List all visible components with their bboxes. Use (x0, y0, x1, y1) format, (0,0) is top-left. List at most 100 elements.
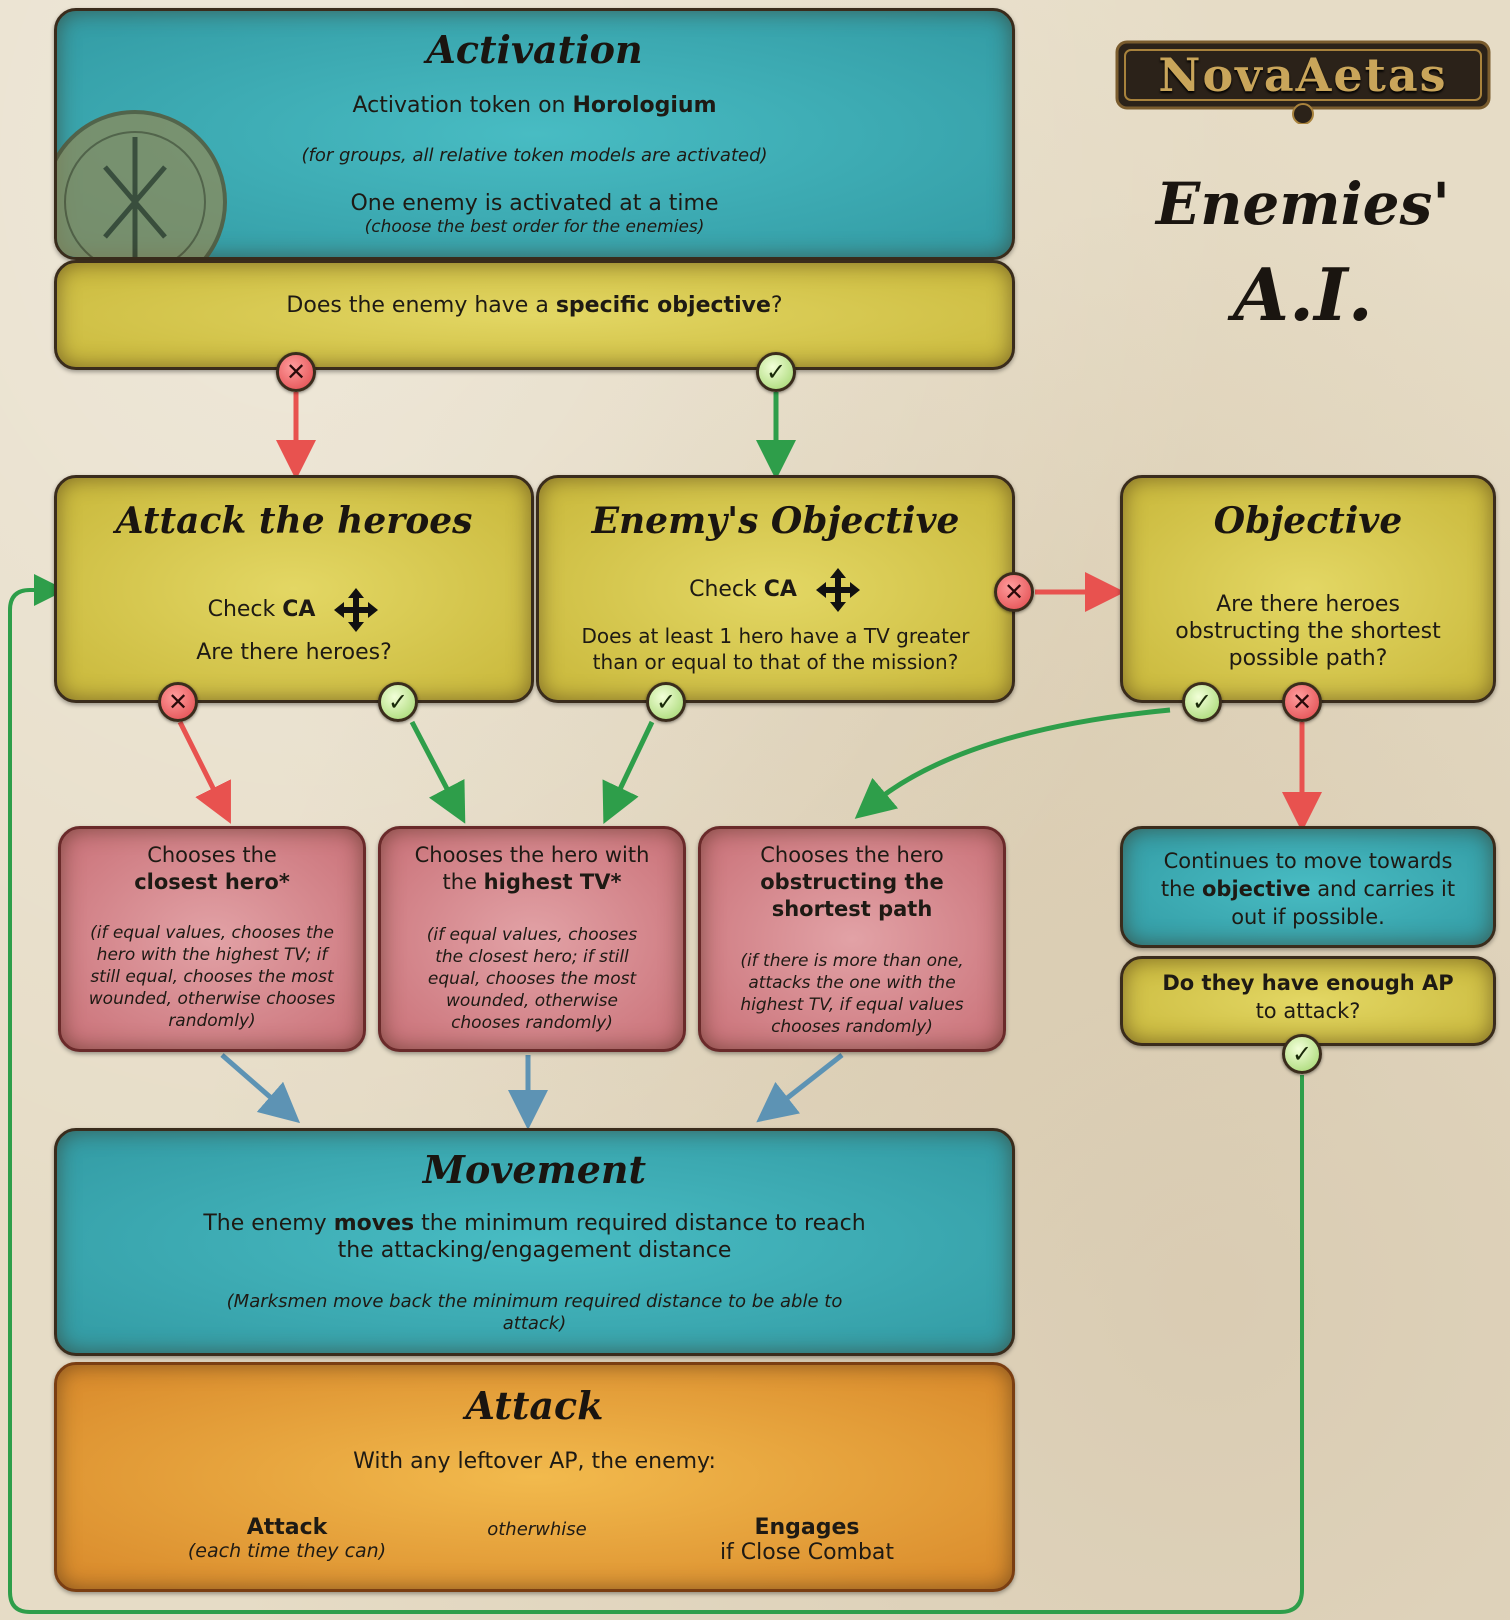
highest-tv-pre: the (442, 870, 484, 894)
arrow-yes-to-highest-2 (602, 720, 655, 825)
enemy-objective-yes-icon: ✓ (646, 682, 686, 722)
continues-bold: objective (1201, 877, 1311, 901)
continues-box: Continues to move towards the objective … (1120, 826, 1496, 948)
attack-option-attack-note: (each time they can) (187, 1540, 387, 1562)
enemy-objective-box: Enemy's Objective Check CA Does at least… (536, 475, 1015, 703)
specific-objective-post: ? (770, 293, 783, 318)
highest-tv-note1: (if equal values, chooses (426, 925, 638, 945)
objective-line3: possible path? (1228, 646, 1388, 671)
activation-line2: One enemy is activated at a time (350, 191, 719, 216)
attack-option-attack-bold: Attack (246, 1515, 328, 1540)
objective-heading: Objective (1213, 500, 1403, 542)
highest-tv-note3: equal, chooses the most (427, 969, 637, 989)
objective-no-icon: ✕ (1282, 682, 1322, 722)
continues-pre: the (1160, 877, 1202, 901)
attack-heroes-no-icon: ✕ (158, 682, 198, 722)
arrow-loop-to-attack-heroes (8, 574, 1304, 1614)
activation-note: (for groups, all relative token models a… (301, 145, 768, 166)
specific-objective-question: Does the enemy have a specific objective… (57, 293, 1012, 318)
obstructing-note4: chooses randomly) (771, 1017, 933, 1037)
specific-objective-bold: specific objective (555, 293, 771, 318)
highest-tv-bold: highest TV* (483, 870, 622, 894)
horologium-clock-icon (57, 110, 227, 257)
specific-objective-pre: Does the enemy have a (286, 293, 556, 318)
attack-heroes-yes-icon: ✓ (378, 682, 418, 722)
closest-hero-note2: hero with the highest TV; if (96, 945, 328, 965)
attack-box: Attack With any leftover AP, the enemy: … (54, 1362, 1015, 1592)
attack-option-engages-bold: Engages (754, 1515, 860, 1540)
page-title-line1: Enemies' (1156, 170, 1450, 238)
enough-ap-box: Do they have enough AP to attack? (1120, 956, 1496, 1046)
objective-box: Objective Are there heroes obstructing t… (1120, 475, 1496, 703)
closest-hero-note5: randomly) (168, 1011, 256, 1031)
attack-intro: With any leftover AP, the enemy: (353, 1449, 716, 1474)
specific-objective-yes-icon: ✓ (756, 352, 796, 392)
activation-heading: Activation (426, 27, 643, 72)
continues-line1: Continues to move towards (1163, 849, 1453, 873)
specific-objective-box: Does the enemy have a specific objective… (54, 260, 1015, 370)
objective-line1: Are there heroes (1216, 592, 1400, 617)
attack-option-attack: Attack (each time they can) (117, 1515, 457, 1562)
obstructing-bold1: obstructing the (760, 870, 944, 894)
objective-yes-icon: ✓ (1182, 682, 1222, 722)
obstructing-bold2: shortest path (771, 897, 933, 921)
objective-line2: obstructing the shortest (1175, 619, 1441, 644)
activation-line2-note: (choose the best order for the enemies) (364, 217, 705, 237)
highest-tv-note5: chooses randomly) (451, 1013, 613, 1033)
activation-line1-text: Activation token on (352, 93, 573, 118)
brand-logo: NovaAetas (1113, 24, 1493, 125)
attack-option-engages-line: if Close Combat (719, 1540, 895, 1565)
movement-post: the minimum required distance to reach (414, 1211, 866, 1236)
arrow-yes-to-highest (409, 720, 466, 824)
highest-tv-line1: Chooses the hero with (414, 843, 650, 867)
closest-hero-bold: closest hero* (134, 870, 290, 894)
movement-line2: the attacking/engagement distance (337, 1238, 732, 1263)
arrow-no-to-closest (177, 720, 231, 824)
highest-tv-box: Chooses the hero with the highest TV* (i… (378, 826, 686, 1052)
activation-line1: Activation token on Horologium (57, 93, 1012, 118)
continues-post: and carries it (1310, 877, 1456, 901)
arrow-closest-to-movement (220, 1053, 301, 1124)
arrow-obstructing-to-movement (756, 1053, 844, 1123)
obstructing-note3: highest TV, if equal values (740, 995, 964, 1015)
highest-tv-note2: the closest hero; if still (435, 947, 629, 967)
closest-hero-note4: wounded, otherwise chooses (88, 989, 336, 1009)
closest-hero-line1: Chooses the (147, 843, 277, 867)
movement-heading: Movement (422, 1147, 647, 1192)
attack-heroes-box: Attack the heroes Check CA Are there her… (54, 475, 534, 703)
move-cross-icon (334, 588, 379, 632)
enough-ap-line2: to attack? (1255, 999, 1361, 1023)
enough-ap-bold: Do they have enough AP (1162, 971, 1454, 995)
enemy-objective-question-2: than or equal to that of the mission? (592, 650, 959, 674)
enemy-objective-ca: CA (763, 577, 797, 602)
obstructing-line1: Chooses the hero (760, 843, 944, 867)
enemy-objective-question-1: Does at least 1 hero have a TV greater (581, 624, 970, 648)
horologium-label: Horologium (572, 93, 717, 118)
attack-heading: Attack (465, 1383, 604, 1428)
attack-heroes-check-pre: Check (207, 597, 283, 622)
movement-note2: attack) (502, 1313, 567, 1334)
highest-tv-note4: wounded, otherwise (446, 991, 618, 1011)
attack-heroes-question: Are there heroes? (196, 640, 392, 665)
movement-note1: (Marksmen move back the minimum required… (226, 1291, 843, 1312)
attack-heroes-heading: Attack the heroes (115, 500, 473, 542)
page-title-line2: A.I. (1233, 252, 1373, 337)
obstructing-note2: attacks the one with the (748, 973, 956, 993)
movement-line1: The enemy moves the minimum required dis… (57, 1211, 1012, 1236)
obstructing-box: Chooses the hero obstructing the shortes… (698, 826, 1006, 1052)
enemy-objective-no-icon: ✕ (994, 572, 1034, 612)
enemy-objective-check: Check CA (539, 566, 1012, 614)
movement-box: Movement The enemy moves the minimum req… (54, 1128, 1015, 1356)
page-title: Enemies' A.I. (1113, 170, 1493, 337)
activation-box: Activation Activation token on Horologiu… (54, 8, 1015, 260)
attack-otherwise: otherwhise (487, 1519, 587, 1540)
enemy-objective-heading: Enemy's Objective (591, 500, 960, 542)
enemy-objective-check-pre: Check (689, 577, 764, 602)
highest-tv-line2: the highest TV* (381, 870, 683, 894)
logo-emblem-icon (1115, 40, 1491, 125)
attack-option-engages: Engages if Close Combat (647, 1515, 967, 1565)
continues-line2: the objective and carries it (1123, 877, 1493, 901)
closest-hero-note1: (if equal values, chooses the (90, 923, 334, 943)
attack-heroes-ca: CA (282, 597, 316, 622)
obstructing-note1: (if there is more than one, (740, 951, 964, 971)
